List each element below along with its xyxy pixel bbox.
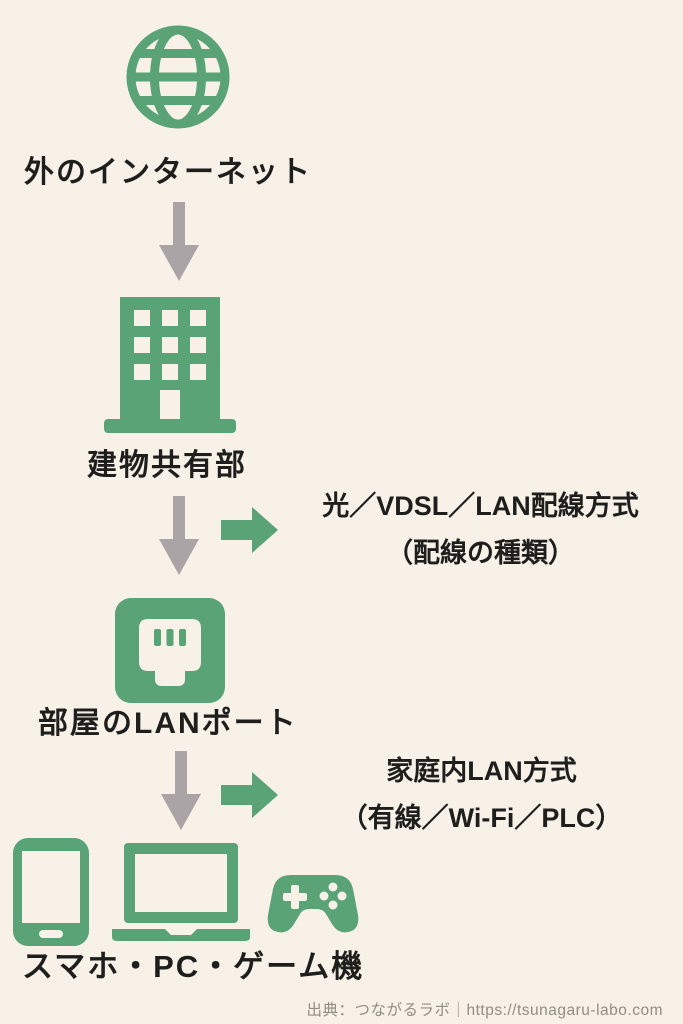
branch-note-wiring: 光／VDSL／LAN配線方式 （配線の種類） xyxy=(278,483,683,577)
right-arrow-icon xyxy=(221,504,281,556)
step-label-building: 建物共有部 xyxy=(87,449,247,482)
smartphone-icon xyxy=(13,838,89,946)
right-arrow-icon xyxy=(221,769,281,821)
branch-subtitle: （有線／Wi-Fi／PLC） xyxy=(340,803,623,833)
down-arrow-icon xyxy=(157,202,201,282)
branch-note-home-lan: 家庭内LAN方式 （有線／Wi-Fi／PLC） xyxy=(283,748,680,842)
down-arrow-icon xyxy=(157,496,201,576)
globe-icon xyxy=(122,20,234,134)
gamepad-icon xyxy=(264,871,362,938)
building-icon xyxy=(104,297,236,433)
branch-title: 光／VDSL／LAN配線方式 xyxy=(322,491,639,521)
laptop-icon xyxy=(110,843,252,941)
attribution-text: 出典：つながるラボ｜https://tsunagaru-labo.com xyxy=(306,1002,663,1019)
branch-subtitle: （配線の種類） xyxy=(386,538,575,568)
step-label-lan-port: 部屋のLANポート xyxy=(38,707,298,740)
down-arrow-icon xyxy=(159,751,203,831)
branch-title: 家庭内LAN方式 xyxy=(386,756,577,786)
step-label-devices: スマホ・PC・ゲーム機 xyxy=(22,949,365,984)
lan-port-icon xyxy=(115,598,225,703)
step-label-internet: 外のインターネット xyxy=(24,156,312,189)
